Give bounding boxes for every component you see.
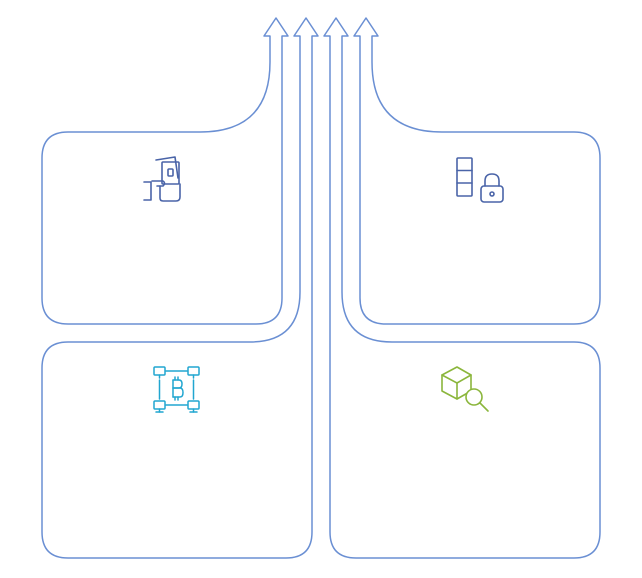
hand-payment-icon	[143, 156, 181, 202]
panel-top-left-outline	[41, 17, 289, 325]
panel-top-right-outline	[353, 17, 601, 325]
panel-bottom-left-outline	[41, 17, 319, 559]
package-search-icon	[441, 366, 489, 412]
storage-lock-icon	[456, 157, 504, 203]
blockchain-network-icon	[153, 366, 200, 413]
panel-bottom-right-outline	[323, 17, 601, 559]
